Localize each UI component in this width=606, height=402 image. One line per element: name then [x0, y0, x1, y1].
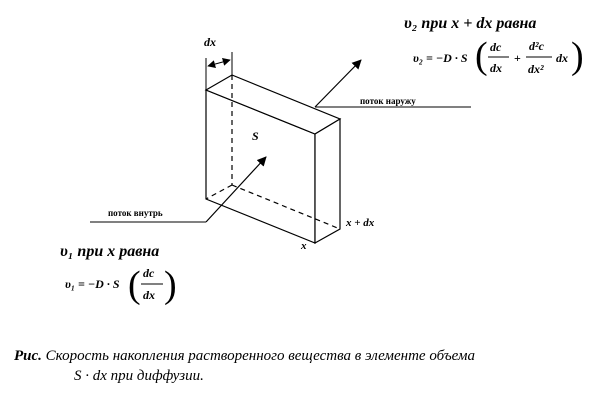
v1-frac-den: dx [143, 288, 155, 302]
caption-text-1: Скорость накопления растворенного вещест… [41, 348, 475, 364]
flow-in-label: поток внутрь [108, 208, 163, 218]
v1-frac-num: dc [143, 266, 155, 280]
caption-line-1: Рис. Скорость накопления растворенного в… [14, 346, 599, 366]
area-label: S [252, 129, 259, 143]
v2-tail: dx [556, 51, 568, 65]
v2-plus: + [514, 51, 521, 65]
flow-in-arrow [205, 156, 267, 223]
v1-lhs: υ₁ = −D · S [65, 277, 120, 291]
v2-frac1-den: dx [490, 61, 502, 75]
v2-frac2-num: d²c [529, 39, 545, 53]
flow-out-arrow [314, 59, 362, 108]
flow-out-label: поток наружу [360, 96, 416, 106]
x-left-label: x [300, 240, 307, 252]
v1-paren-open: ( [128, 264, 141, 306]
v2-paren-open: ( [475, 35, 488, 77]
v2-frac2-den: dx² [528, 62, 544, 76]
v2-frac1-num: dc [490, 40, 502, 54]
box-right-face [314, 117, 341, 245]
v1-heading: υ₁ при x равна [60, 243, 159, 260]
v2-heading: υ₂ при x + dx равна [404, 15, 536, 32]
dx-dimension [205, 52, 233, 90]
box-hidden-edges [205, 75, 341, 230]
v2-paren-close: ) [571, 35, 584, 77]
caption-line-2: S · dx при диффузии. [74, 368, 204, 384]
v2-lhs: υ₂ = −D · S [413, 51, 468, 65]
caption-prefix: Рис. [14, 348, 42, 364]
figure-caption: Рис. Скорость накопления растворенного в… [14, 346, 599, 386]
v1-formula: υ₁ = −D · S ( dc dx ) [65, 264, 177, 306]
x-right-label: x + dx [345, 217, 375, 229]
volume-element-box [204, 74, 342, 245]
v1-paren-close: ) [164, 264, 177, 306]
dx-label: dx [204, 35, 216, 49]
v2-formula: υ₂ = −D · S ( dc dx + d²c dx² dx ) [413, 35, 584, 77]
